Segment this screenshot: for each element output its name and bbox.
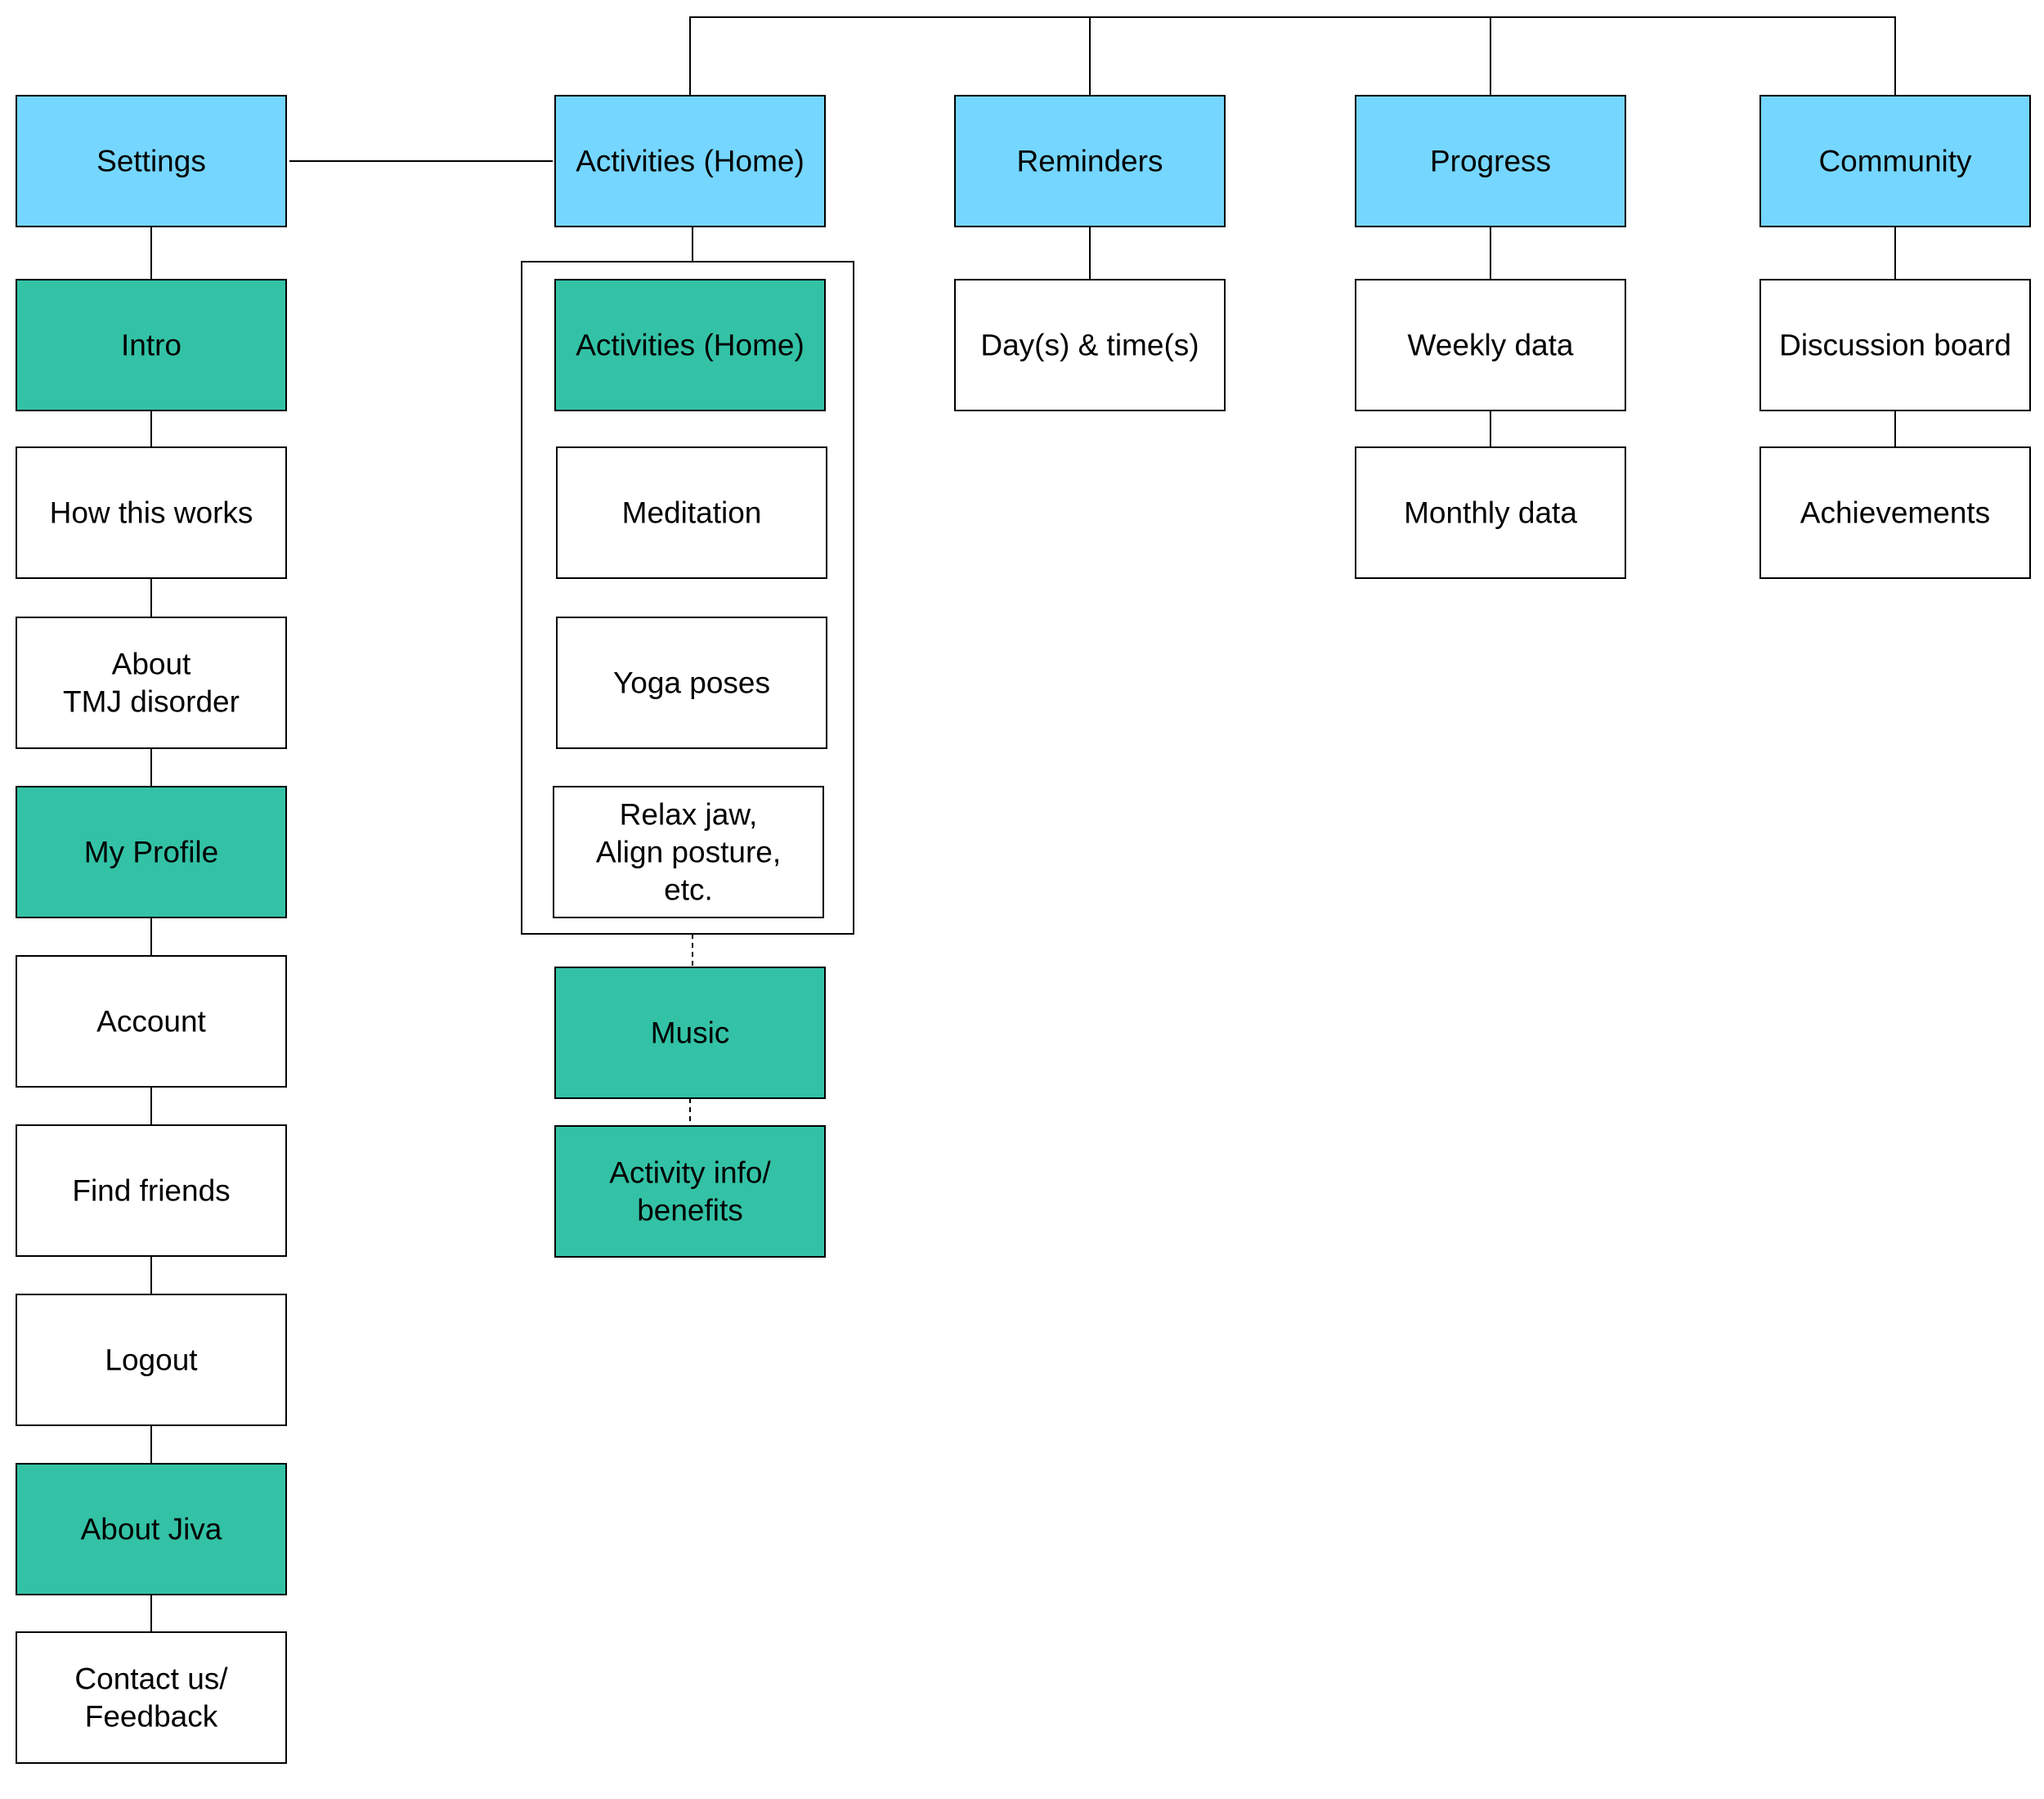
- node-reminders-label: Reminders: [1017, 145, 1163, 178]
- node-activities-home-sub-label: Activities (Home): [576, 329, 805, 362]
- node-about-tmj-label: About: [112, 648, 191, 681]
- node-community: Community: [1759, 95, 2031, 227]
- node-how-this-works-label: How this works: [50, 496, 253, 530]
- connector-lines: [150, 16, 1896, 1632]
- node-days-times-box: [954, 279, 1226, 411]
- node-meditation-box: [556, 446, 827, 579]
- node-monthly-data-label: Monthly data: [1404, 496, 1577, 530]
- node-relax-jaw-label: Align posture,: [596, 836, 781, 869]
- node-activities-home: Activities (Home): [554, 95, 826, 227]
- node-meditation: Meditation: [556, 446, 827, 579]
- edge-activities-home-to-community: [689, 16, 1896, 96]
- node-reminders: Reminders: [954, 95, 1226, 227]
- node-settings: Settings: [16, 95, 287, 227]
- node-intro-box: [16, 279, 287, 411]
- node-progress-label: Progress: [1430, 145, 1551, 178]
- node-monthly-data-box: [1355, 446, 1626, 579]
- node-music: Music: [554, 967, 826, 1099]
- node-relax-jaw: Relax jaw, Align posture, etc.: [553, 786, 824, 918]
- node-activities-home-box: [554, 95, 826, 227]
- node-monthly-data: Monthly data: [1355, 446, 1626, 579]
- node-about-tmj-box: [16, 617, 287, 749]
- node-find-friends: Find friends: [16, 1124, 287, 1257]
- node-my-profile-box: [16, 786, 287, 918]
- node-settings-box: [16, 95, 287, 227]
- edge-activities-home-to-reminders: [689, 16, 1091, 96]
- node-settings-label: Settings: [96, 145, 206, 178]
- node-music-box: [554, 967, 826, 1099]
- node-activity-info: Activity info/benefits: [554, 1125, 826, 1258]
- node-contact-us-label: Feedback: [85, 1700, 218, 1734]
- node-about-jiva: About Jiva: [16, 1463, 287, 1595]
- node-community-box: [1759, 95, 2031, 227]
- node-about-jiva-box: [16, 1463, 287, 1595]
- node-achievements-box: [1759, 446, 2031, 579]
- node-groups: [521, 261, 854, 935]
- node-my-profile-label: My Profile: [84, 836, 218, 869]
- node-contact-us-label: Contact us/: [74, 1662, 228, 1696]
- node-activities-home-sub-box: [554, 279, 826, 411]
- node-activity-info-label: Activity info/: [609, 1156, 771, 1190]
- node-logout: Logout: [16, 1294, 287, 1426]
- node-days-times: Day(s) & time(s): [954, 279, 1226, 411]
- node-about-tmj-label: TMJ disorder: [63, 685, 240, 719]
- node-reminders-box: [954, 95, 1226, 227]
- node-weekly-data: Weekly data: [1355, 279, 1626, 411]
- node-how-this-works-box: [16, 446, 287, 579]
- node-contact-us: Contact us/Feedback: [16, 1631, 287, 1764]
- node-intro-label: Intro: [121, 329, 182, 362]
- node-intro: Intro: [16, 279, 287, 411]
- node-activity-info-box: [554, 1125, 826, 1258]
- node-relax-jaw-label: etc.: [664, 873, 713, 907]
- node-activities-home-sub: Activities (Home): [554, 279, 826, 411]
- node-meditation-label: Meditation: [622, 496, 762, 530]
- node-relax-jaw-label: Relax jaw,: [620, 798, 758, 832]
- node-how-this-works: How this works: [16, 446, 287, 579]
- node-achievements-label: Achievements: [1800, 496, 1990, 530]
- node-account: Account: [16, 955, 287, 1088]
- node-weekly-data-label: Weekly data: [1408, 329, 1574, 362]
- node-activity-info-label: benefits: [637, 1194, 743, 1227]
- node-about-jiva-label: About Jiva: [81, 1513, 222, 1546]
- node-contact-us-box: [16, 1631, 287, 1764]
- node-progress-box: [1355, 95, 1626, 227]
- node-account-box: [16, 955, 287, 1088]
- node-music-label: Music: [651, 1016, 730, 1050]
- node-days-times-label: Day(s) & time(s): [980, 329, 1199, 362]
- node-discussion-board: Discussion board: [1759, 279, 2031, 411]
- node-find-friends-box: [16, 1124, 287, 1257]
- node-relax-jaw-box: [553, 786, 824, 918]
- node-discussion-board-box: [1759, 279, 2031, 411]
- node-progress: Progress: [1355, 95, 1626, 227]
- node-find-friends-label: Find friends: [72, 1174, 230, 1208]
- node-community-label: Community: [1818, 145, 1972, 178]
- node-my-profile: My Profile: [16, 786, 287, 918]
- node-achievements: Achievements: [1759, 446, 2031, 579]
- node-weekly-data-box: [1355, 279, 1626, 411]
- node-yoga-poses: Yoga poses: [556, 617, 827, 749]
- activities-group-container: [521, 261, 854, 935]
- node-discussion-board-label: Discussion board: [1779, 329, 2011, 362]
- node-logout-label: Logout: [105, 1344, 198, 1377]
- node-logout-box: [16, 1294, 287, 1426]
- node-account-label: Account: [96, 1005, 206, 1039]
- node-activities-home-label: Activities (Home): [576, 145, 805, 178]
- node-yoga-poses-box: [556, 617, 827, 749]
- node-yoga-poses-label: Yoga poses: [613, 666, 770, 700]
